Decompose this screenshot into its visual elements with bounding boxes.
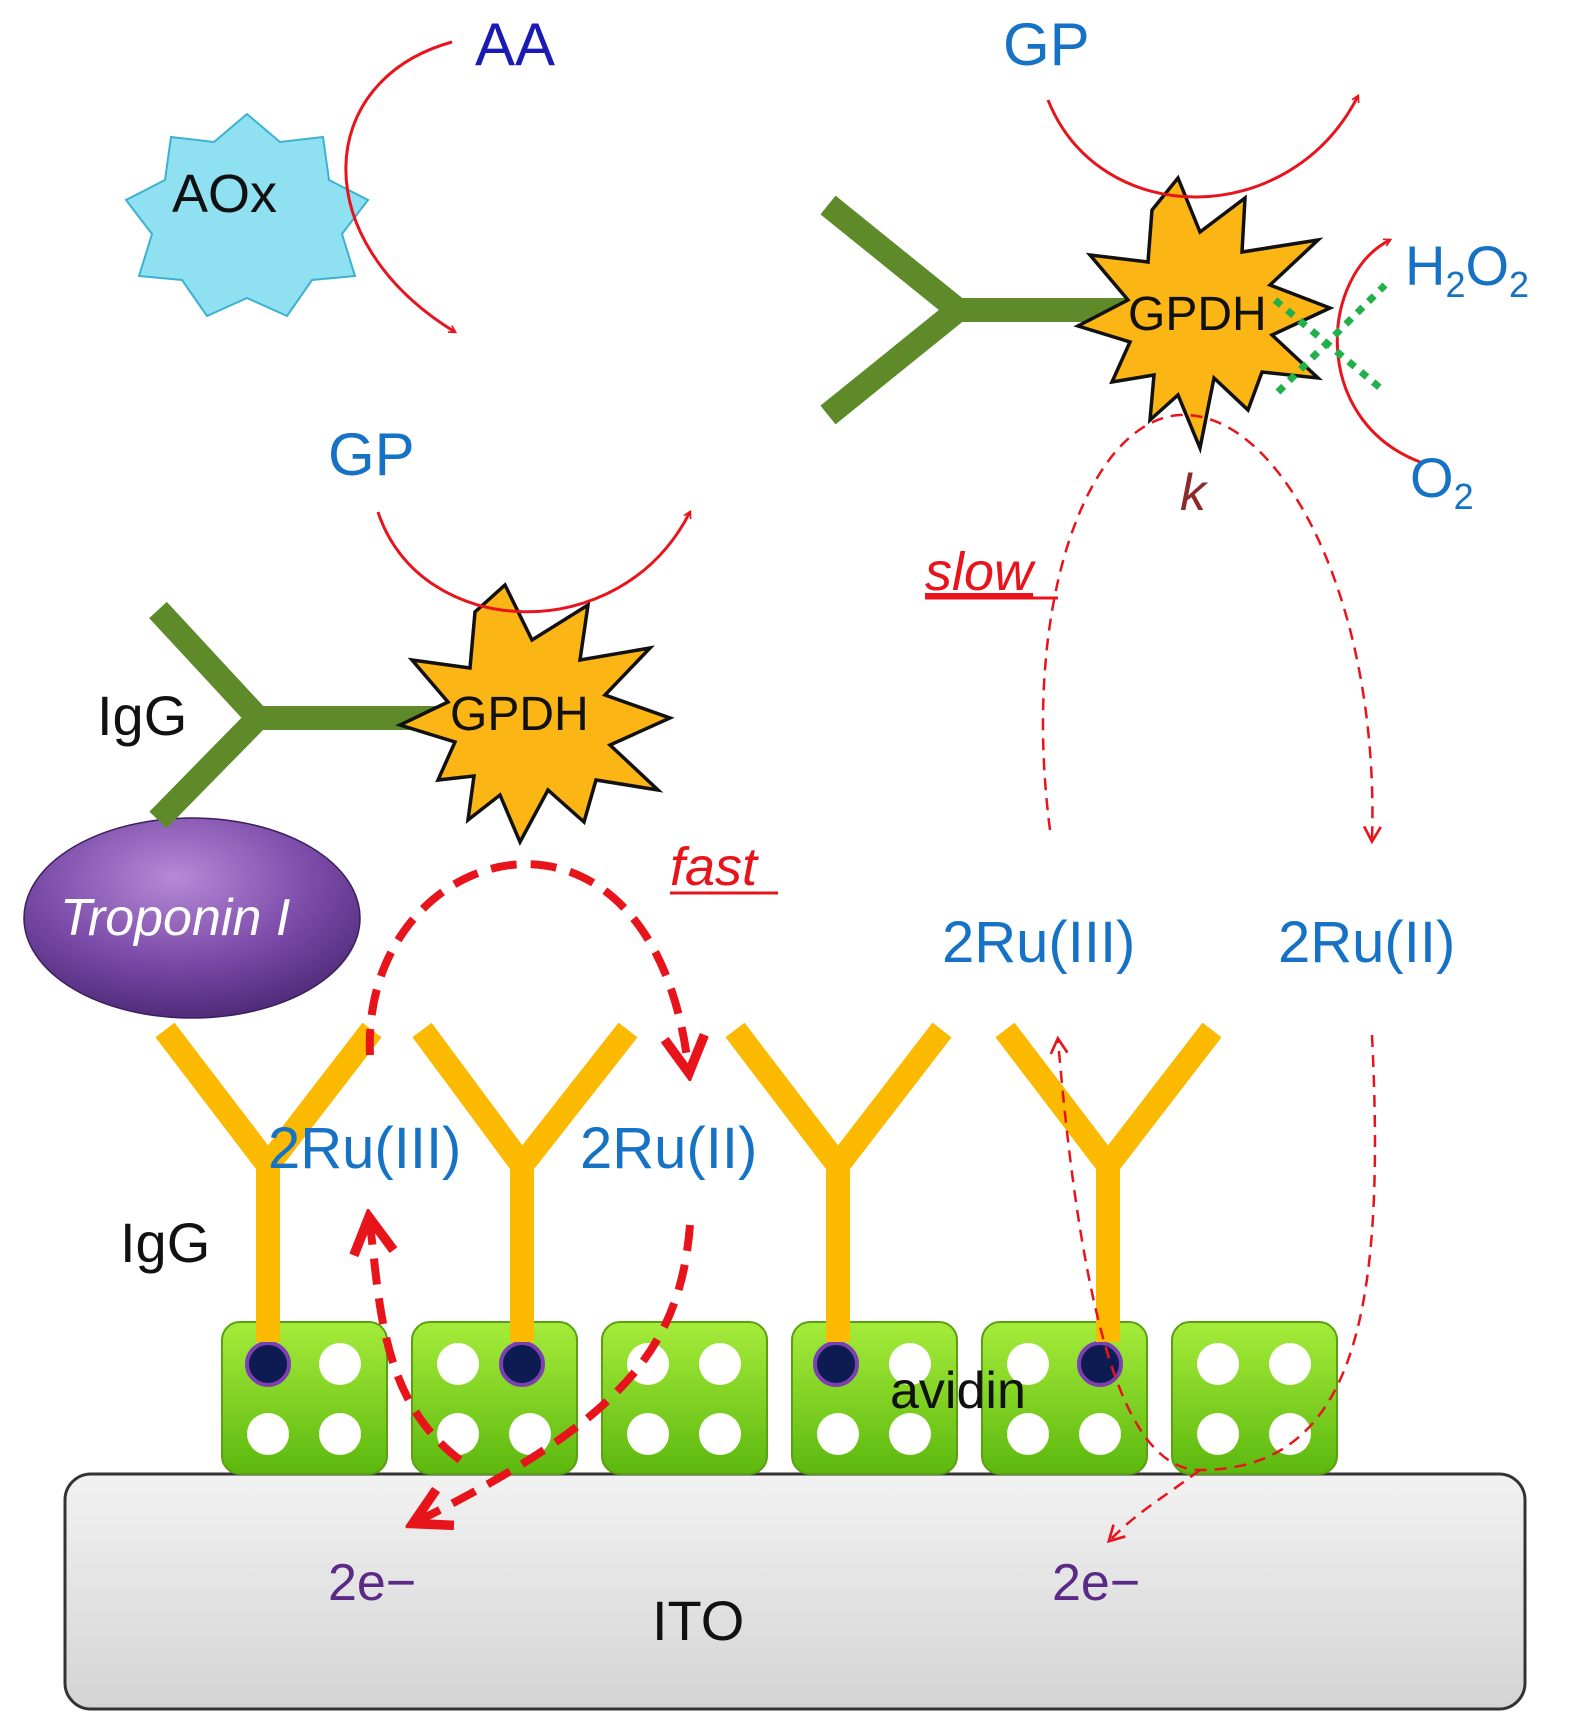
label-ru2-right: 2Ru(II) bbox=[1278, 910, 1455, 975]
label-avidin: avidin bbox=[890, 1362, 1026, 1420]
label-ru3-left: 2Ru(III) bbox=[268, 1116, 461, 1181]
detection-antibody-right bbox=[820, 195, 1130, 425]
label-troponin: Troponin I bbox=[60, 889, 290, 947]
capture-antibody bbox=[995, 1022, 1222, 1342]
capture-antibody bbox=[725, 1022, 952, 1342]
aox-enzyme bbox=[124, 112, 370, 318]
detection-antibody-left bbox=[149, 601, 440, 829]
label-igg-bottom: IgG bbox=[120, 1211, 210, 1274]
label-aa: AA bbox=[475, 11, 555, 78]
label-h2o2: H2O2 bbox=[1405, 234, 1529, 305]
gp-arrow-left bbox=[376, 512, 690, 614]
o2-h2o2-arrow bbox=[1335, 240, 1421, 464]
label-gpdh-left: GPDH bbox=[450, 688, 589, 741]
label-e-left: 2e− bbox=[328, 1554, 416, 1612]
fast-return-arrow-up bbox=[370, 1225, 463, 1464]
capture-antibody bbox=[155, 1022, 382, 1342]
slow-return-arrow bbox=[1049, 1034, 1377, 1472]
avidin-block bbox=[601, 1321, 768, 1475]
capture-antibodies bbox=[155, 1022, 1222, 1342]
label-ru2-left: 2Ru(II) bbox=[580, 1116, 757, 1181]
slow-electron-arrow bbox=[1106, 1468, 1201, 1544]
avidin-block bbox=[981, 1321, 1148, 1475]
troponin-i bbox=[23, 817, 361, 1019]
label-ito: ITO bbox=[652, 1589, 744, 1652]
fast-arrow bbox=[365, 860, 688, 1065]
avidin-block bbox=[1171, 1321, 1338, 1475]
gpdh-enzyme-right bbox=[1073, 174, 1335, 454]
label-aox: AOx bbox=[172, 164, 277, 224]
label-o2: O2 bbox=[1410, 446, 1474, 517]
label-gpdh-top: GPDH bbox=[1128, 288, 1267, 341]
gpdh-enzyme-left bbox=[395, 582, 675, 847]
label-fast: fast bbox=[670, 837, 759, 897]
label-igg-top: IgG bbox=[97, 684, 187, 747]
gp-arrow-top bbox=[1046, 96, 1358, 199]
fast-return-arrow-down bbox=[420, 1224, 694, 1520]
label-slow: slow bbox=[925, 542, 1036, 602]
avidin-block bbox=[221, 1321, 388, 1475]
label-gp-left: GP bbox=[328, 421, 415, 488]
aa-arrow bbox=[344, 40, 455, 332]
label-e-right: 2e− bbox=[1052, 1554, 1140, 1612]
label-k: k bbox=[1180, 464, 1209, 522]
slow-arrow bbox=[1041, 413, 1382, 845]
blocked-reaction-mark bbox=[1272, 282, 1388, 395]
label-gp-top: GP bbox=[1003, 11, 1090, 78]
capture-antibody bbox=[412, 1022, 638, 1342]
ito-electrode bbox=[63, 1472, 1527, 1711]
label-ru3-right: 2Ru(III) bbox=[942, 910, 1135, 975]
avidin-block bbox=[791, 1321, 958, 1475]
avidin-block bbox=[411, 1321, 578, 1475]
avidin-layer bbox=[221, 1321, 1338, 1475]
